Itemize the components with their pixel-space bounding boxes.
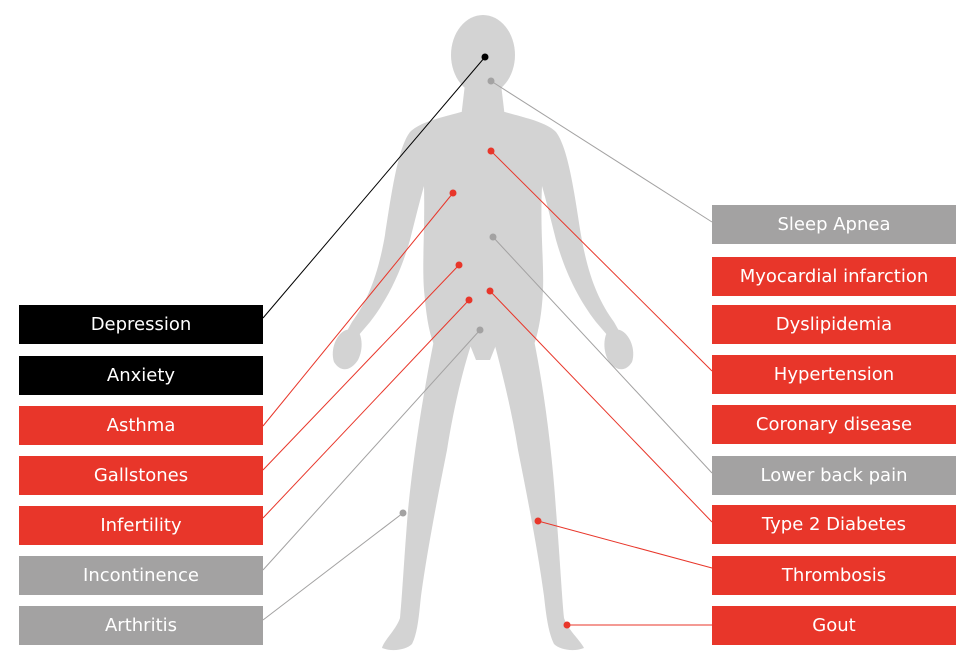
label-text-anxiety: Anxiety bbox=[106, 365, 176, 386]
label-box-depression: Depression bbox=[19, 305, 263, 344]
label-box-asthma: Asthma bbox=[19, 406, 263, 445]
label-box-hypertension: Hypertension bbox=[712, 355, 956, 394]
label-text-sleep-apnea: Sleep Apnea bbox=[777, 214, 891, 235]
connector-hypertension bbox=[490, 150, 713, 372]
point-dot-arthritis bbox=[399, 509, 407, 517]
label-box-arthritis: Arthritis bbox=[19, 606, 263, 645]
connector-lower-back-pain bbox=[492, 236, 713, 474]
label-box-gallstones: Gallstones bbox=[19, 456, 263, 495]
body-point-dots bbox=[399, 53, 571, 629]
label-box-anxiety: Anxiety bbox=[19, 356, 263, 395]
connector-infertility bbox=[262, 299, 470, 519]
label-text-depression: Depression bbox=[90, 314, 192, 335]
point-dot-asthma bbox=[449, 189, 457, 197]
connector-depression bbox=[262, 56, 486, 319]
point-dot-type-2-diabetes bbox=[486, 287, 494, 295]
label-text-infertility: Infertility bbox=[100, 515, 182, 536]
connector-arthritis bbox=[262, 512, 404, 621]
label-text-lower-back-pain: Lower back pain bbox=[760, 465, 908, 486]
label-box-type-2-diabetes: Type 2 Diabetes bbox=[712, 505, 956, 544]
point-dot-depression bbox=[481, 53, 489, 61]
label-text-gallstones: Gallstones bbox=[93, 465, 189, 486]
label-box-incontinence: Incontinence bbox=[19, 556, 263, 595]
point-dot-gout bbox=[563, 621, 571, 629]
point-dot-incontinence bbox=[476, 326, 484, 334]
label-text-arthritis: Arthritis bbox=[104, 615, 178, 636]
label-text-type-2-diabetes: Type 2 Diabetes bbox=[761, 514, 907, 535]
label-text-coronary-disease: Coronary disease bbox=[755, 414, 913, 435]
connector-sleep-apnea bbox=[490, 80, 713, 223]
point-dot-gallstones bbox=[455, 261, 463, 269]
connector-lines bbox=[262, 56, 713, 626]
connector-incontinence bbox=[262, 329, 481, 571]
label-text-hypertension: Hypertension bbox=[773, 364, 895, 385]
label-text-asthma: Asthma bbox=[106, 415, 176, 436]
label-text-gout: Gout bbox=[812, 615, 856, 636]
label-text-thrombosis: Thrombosis bbox=[781, 565, 887, 586]
connector-gallstones bbox=[262, 264, 460, 471]
label-box-thrombosis: Thrombosis bbox=[712, 556, 956, 595]
point-dot-thrombosis bbox=[534, 517, 542, 525]
label-text-myocardial-infarction: Myocardial infarction bbox=[739, 266, 929, 287]
label-text-incontinence: Incontinence bbox=[83, 565, 199, 586]
connector-asthma bbox=[262, 192, 454, 427]
label-box-gout: Gout bbox=[712, 606, 956, 645]
label-box-myocardial-infarction: Myocardial infarction bbox=[712, 257, 956, 296]
point-dot-hypertension bbox=[487, 147, 495, 155]
point-dot-infertility bbox=[465, 296, 473, 304]
label-box-dyslipidemia: Dyslipidemia bbox=[712, 305, 956, 344]
label-box-infertility: Infertility bbox=[19, 506, 263, 545]
label-box-coronary-disease: Coronary disease bbox=[712, 405, 956, 444]
connector-type-2-diabetes bbox=[489, 290, 713, 523]
human-silhouette bbox=[332, 15, 634, 651]
point-dot-sleep-apnea bbox=[487, 77, 495, 85]
label-box-lower-back-pain: Lower back pain bbox=[712, 456, 956, 495]
connector-thrombosis bbox=[537, 520, 713, 569]
label-box-sleep-apnea: Sleep Apnea bbox=[712, 205, 956, 244]
label-text-dyslipidemia: Dyslipidemia bbox=[775, 314, 893, 335]
point-dot-lower-back-pain bbox=[489, 233, 497, 241]
